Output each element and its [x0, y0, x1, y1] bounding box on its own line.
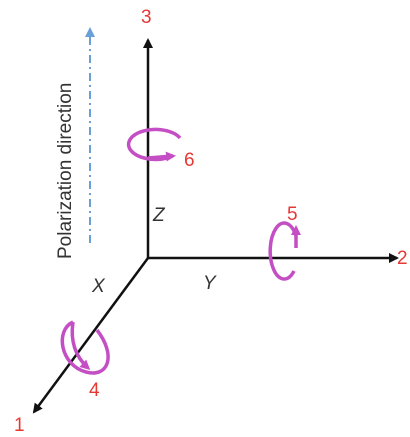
axis-z-letter: Z — [152, 205, 166, 226]
polarization-label: Polarization direction — [55, 83, 76, 259]
x-axis — [32, 257, 150, 414]
rotation-5-arrow — [268, 221, 301, 281]
rotation-6-label: 6 — [184, 150, 195, 171]
axis-1-number: 1 — [14, 415, 25, 436]
axis-3-number: 3 — [141, 7, 152, 28]
axis-2-number: 2 — [397, 248, 408, 269]
axis-y-letter: Y — [203, 273, 217, 294]
axis-x-letter: X — [91, 276, 106, 297]
rotation-6-arrow — [126, 127, 182, 162]
rotation-5-label: 5 — [287, 204, 298, 225]
rotation-4-arrow — [60, 320, 110, 375]
rotation-4-label: 4 — [89, 380, 100, 401]
